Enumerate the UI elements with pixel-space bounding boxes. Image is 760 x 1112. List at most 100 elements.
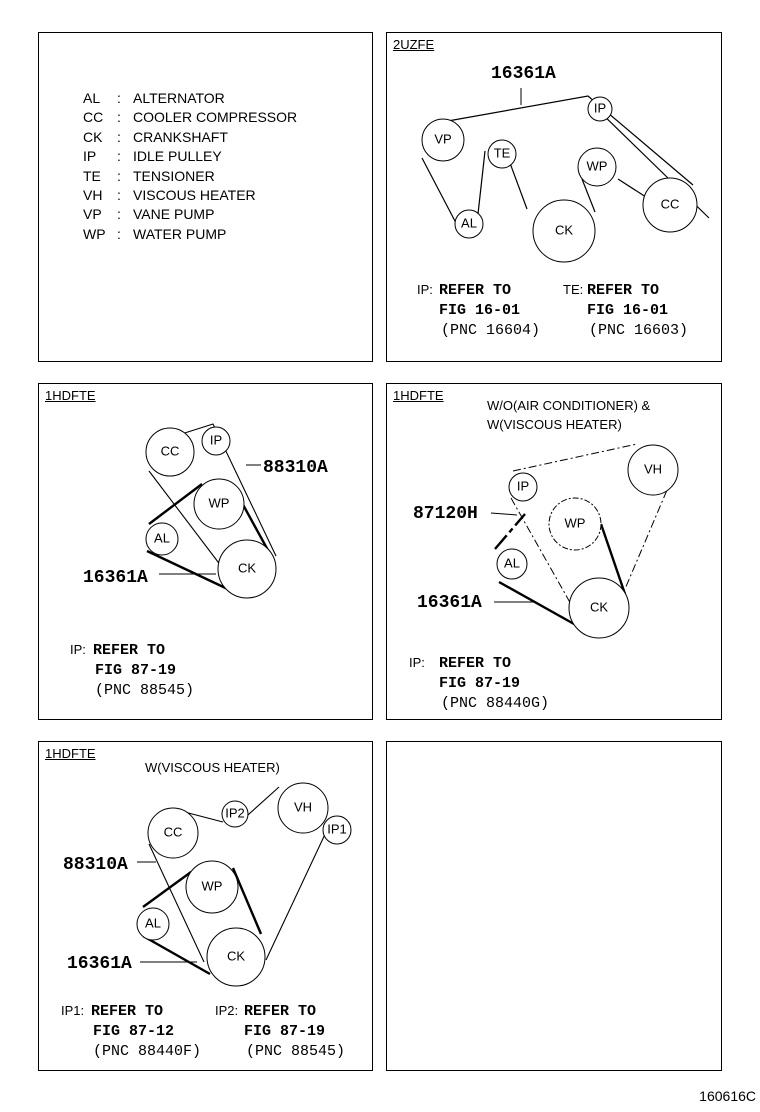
ref-text: FIG 16-01 [587,302,668,319]
pulley-label: IP [517,478,529,493]
ref-text: (PNC 16604) [441,322,540,339]
pulley-label: WP [565,515,586,530]
pulley-label: VH [644,461,662,476]
condition-note: W/O(AIR CONDITIONER) & [487,398,651,413]
ref-text: (PNC 16603) [589,322,688,339]
pulley-label: VH [294,799,312,814]
belt-16361a [142,867,263,976]
part-number: 87120H [413,504,478,524]
pulley-ck [206,927,266,987]
pulley-label: TE [494,145,511,160]
ref-tag: IP: [409,655,425,670]
panel-1hdfte-b: 1HDFTE W/O(AIR CONDITIONER) & W(VISCOUS … [386,383,722,720]
pulley-label: IP2 [225,805,245,820]
leader-line [490,512,518,516]
pulley-ip [201,426,231,456]
pulley-te [487,139,517,169]
empty-panel [386,741,722,1071]
panel-1hdfte-a: 1HDFTE CC IP WP AL CK 88310A [38,383,373,720]
ref-tag: IP: [70,642,86,657]
ref-text: (PNC 88440F) [93,1043,201,1060]
legend-row: IP:IDLE PULLEY [83,148,222,165]
pulley-ck [217,539,277,599]
legend-row: TE:TENSIONER [83,167,215,184]
pulley-ck [532,199,596,263]
ref-text: REFER TO [439,655,511,672]
belt-diagram-1hdfte-c: W(VISCOUS HEATER) CC IP2 VH [61,760,352,1060]
legend-panel: AL:ALTERNATOR CC:COOLER COMPRESSOR CK:CR… [38,32,373,362]
pulley-label: WP [209,495,230,510]
ref-tag: TE: [563,282,583,297]
ref-text: REFER TO [587,282,659,299]
pulley-label: AL [154,530,170,545]
legend-row: CK:CRANKSHAFT [83,128,228,145]
pulley-vh [627,444,679,496]
condition-note: W(VISCOUS HEATER) [145,760,280,775]
part-number: 16361A [67,954,132,974]
pulley-label: CC [661,196,680,211]
ref-tag: IP1: [61,1003,84,1018]
ref-text: FIG 87-19 [95,662,176,679]
pulley-label: WP [202,878,223,893]
pulley-cc [145,427,195,477]
pulley-label: CK [590,599,608,614]
pulley-cc [642,177,698,233]
pulley-ip1 [322,815,352,845]
pulley-al [145,522,179,556]
pulley-wp [577,147,617,187]
legend-row: AL:ALTERNATOR [83,90,225,106]
pulley-label: WP [587,158,608,173]
pulley-vp [421,118,465,162]
belt-16361a [494,513,627,626]
pulley-wp [548,497,602,551]
part-number: 88310A [63,855,128,875]
condition-note: W(VISCOUS HEATER) [487,417,622,432]
belt-diagram-2uzfe: VP TE AL CK WP IP CC 16361A IP: REFER TO… [417,64,710,339]
ref-text: (PNC 88440G) [441,695,549,712]
part-number: 16361A [83,568,148,588]
ref-text: REFER TO [244,1003,316,1020]
legend-list: AL:ALTERNATOR CC:COOLER COMPRESSOR CK:CR… [83,89,297,244]
ref-text: (PNC 88545) [246,1043,345,1060]
panel-title: 1HDFTE [45,388,96,403]
pulley-al [454,209,484,239]
pulley-label: AL [145,915,161,930]
pulley-label: VP [434,131,451,146]
pulley-label: AL [461,215,477,230]
pulley-label: IP1 [327,821,347,836]
ref-text: REFER TO [93,642,165,659]
pulley-label: AL [504,555,520,570]
legend-row: CC:COOLER COMPRESSOR [83,109,298,126]
ref-text: FIG 16-01 [439,302,520,319]
ref-text: REFER TO [91,1003,163,1020]
pulley-wp [193,478,245,530]
panel-title: 1HDFTE [393,388,444,403]
part-number: 16361A [417,593,482,613]
pulley-label: CK [238,560,256,575]
belt-diagram-1hdfte-a: CC IP WP AL CK 88310A 16361A IP: REFER T… [70,423,328,699]
legend-row: VP:VANE PUMP [83,206,215,223]
pulley-al [136,907,170,941]
ref-text: FIG 87-19 [244,1023,325,1040]
figure-id: 160616C [699,1088,756,1104]
pulley-ip2 [221,800,249,828]
panel-2uzfe: 2UZFE VP TE AL CK WP IP [386,32,722,362]
pulley-label: IP [210,432,222,447]
pulley-label: CC [161,443,180,458]
pulley-ip [508,472,538,502]
pulley-ip [587,96,613,122]
ref-text: (PNC 88545) [95,682,194,699]
pulley-label: CK [227,948,245,963]
panel-title: 1HDFTE [45,746,96,761]
ref-text: FIG 87-19 [439,675,520,692]
legend-row: WP:WATER PUMP [83,225,227,242]
legend-row: VH:VISCOUS HEATER [83,187,256,204]
part-number: 16361A [491,64,556,84]
pulley-label: CK [555,222,573,237]
ref-tag: IP: [417,282,433,297]
panel-title: 2UZFE [393,37,435,52]
ref-tag: IP2: [215,1003,238,1018]
pulley-label: IP [594,100,606,115]
ref-text: REFER TO [439,282,511,299]
pulley-ck [568,577,630,639]
